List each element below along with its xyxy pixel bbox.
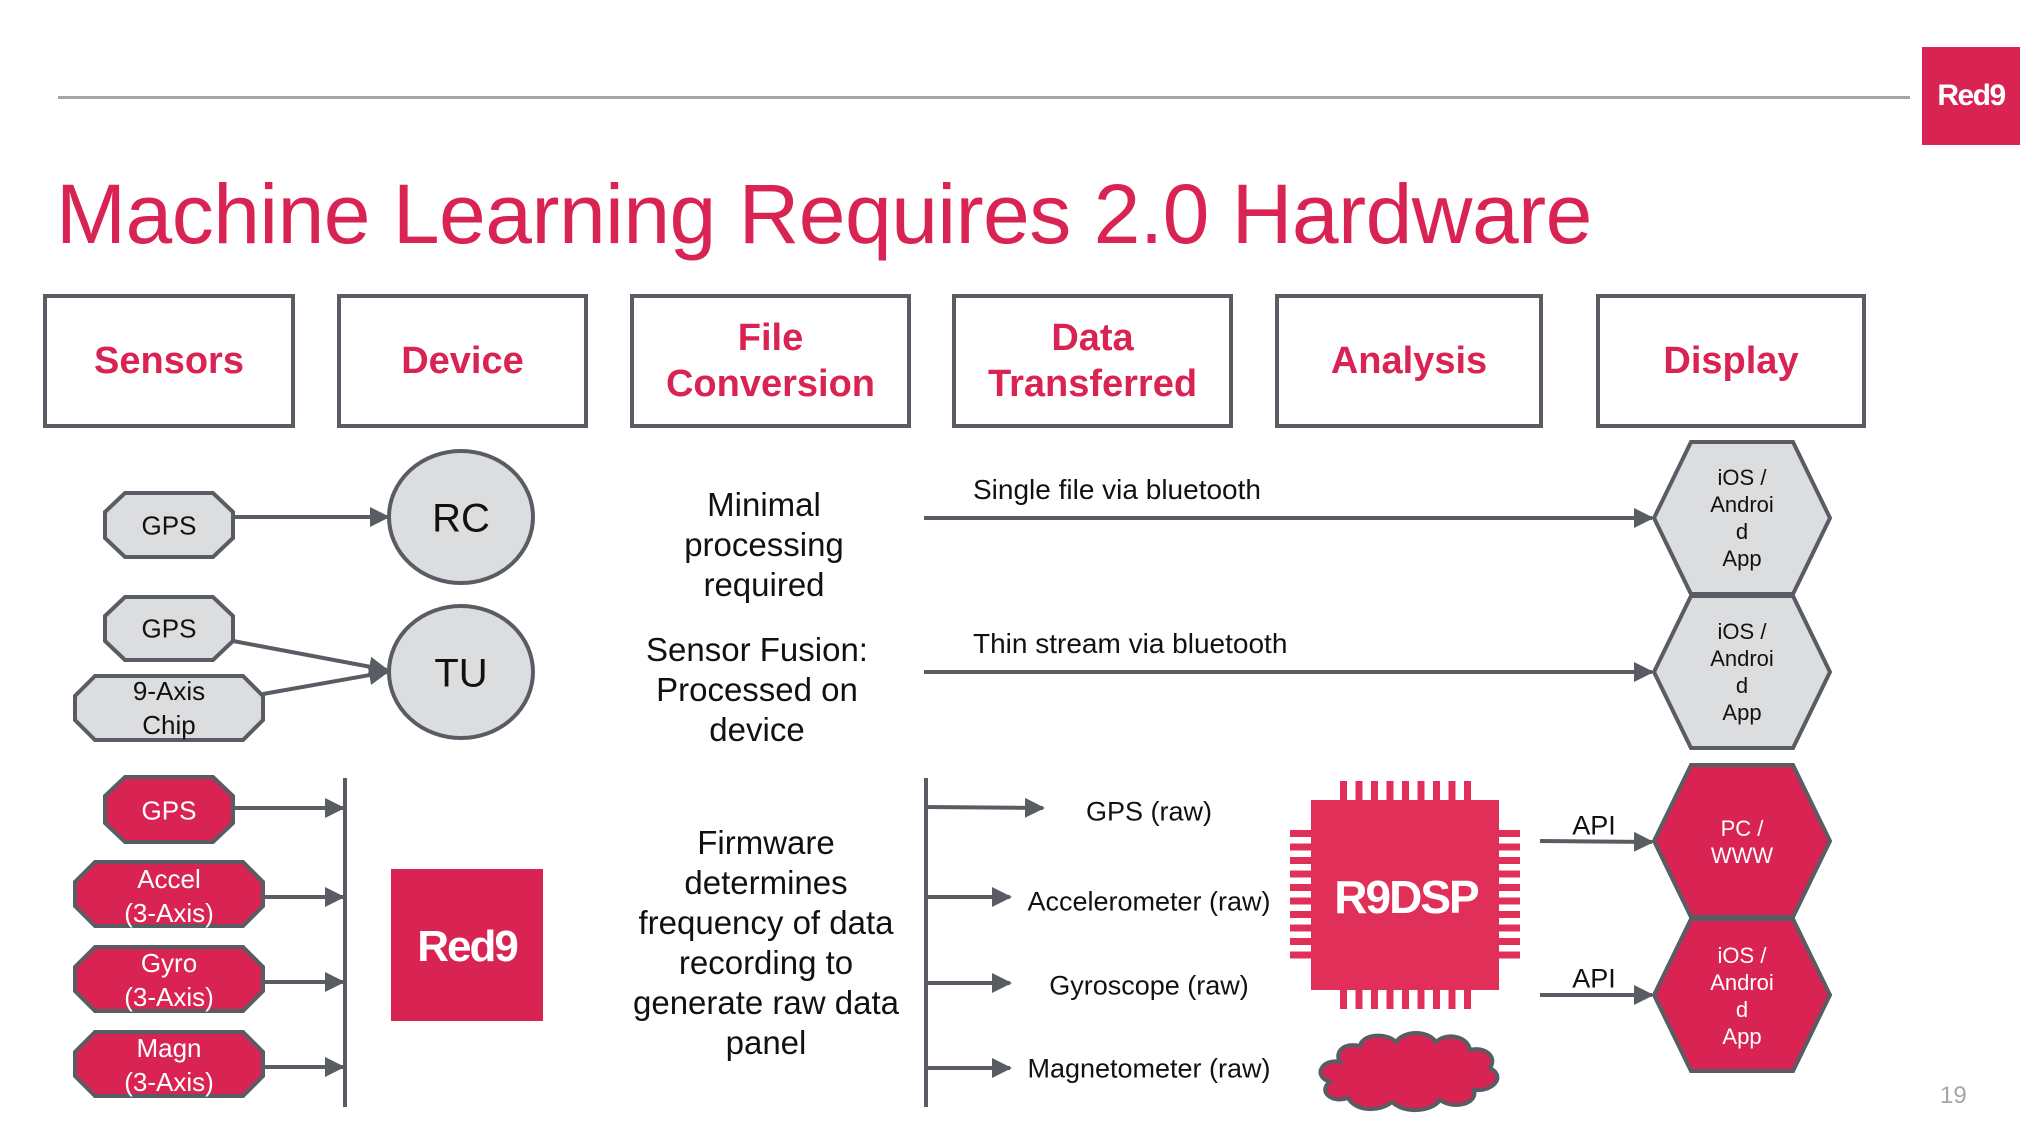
r9dsp-chip-label: R9DSP: [1334, 871, 1479, 923]
chip-pin: [1290, 938, 1311, 945]
sensor-label: Magn (3-Axis): [124, 1033, 214, 1097]
sensor-node-gps-red9: [103, 775, 235, 844]
chip-pin: [1355, 781, 1363, 800]
sensor-node-accel: [73, 860, 265, 928]
red9-device-logo: [391, 869, 543, 1021]
chip-pin: [1417, 990, 1425, 1009]
column-label: Data Transferred: [987, 317, 1198, 405]
column-header-analysis: Analysis: [1275, 294, 1543, 428]
transfer-label-rc: Single file via bluetooth: [973, 474, 1261, 505]
display-node-ios-red9: [1651, 917, 1833, 1073]
logo-text: Red9: [1937, 79, 2006, 112]
column-label: Display: [1663, 340, 1799, 382]
chip-pin: [1402, 781, 1409, 800]
chip-pin: [1290, 830, 1311, 837]
arrow-gps-to-tu: [232, 639, 389, 677]
raw-output-label: GPS (raw): [1085, 796, 1213, 827]
chip-pin: [1290, 924, 1311, 932]
device-node-tu: [387, 604, 535, 740]
chip-pin: [1448, 990, 1456, 1009]
display-label: iOS / Androi d App: [1710, 465, 1774, 571]
column-header-sensors: Sensors: [43, 294, 295, 428]
chip-pin: [1290, 911, 1311, 918]
sensor-label: GPS: [141, 795, 197, 826]
conversion-text-red9: Firmware determines frequency of data re…: [632, 824, 900, 1061]
sensor-label: GPS: [141, 510, 197, 541]
chip-pin: [1499, 830, 1520, 837]
column-label: Device: [401, 340, 524, 382]
chip-pin: [1448, 781, 1456, 800]
column-header-data-transferred: Data Transferred: [952, 294, 1233, 428]
chip-pin: [1499, 843, 1520, 851]
display-node-ios-2: [1651, 594, 1833, 750]
arrow-9axis-to-tu: [262, 665, 389, 696]
chip-pin: [1433, 990, 1440, 1009]
chip-pin: [1433, 781, 1440, 800]
chip-pin: [1386, 781, 1394, 800]
device-node-rc: [387, 449, 535, 585]
column-label: Analysis: [1330, 340, 1488, 382]
column-header-display: Display: [1596, 294, 1866, 428]
sensor-node-gyro: [73, 945, 265, 1013]
chip-pin: [1290, 870, 1311, 878]
arrow-api-pc: [1539, 831, 1654, 852]
device-label-tu: TU: [434, 651, 488, 696]
chip-pin: [1371, 781, 1378, 800]
chip-pin: [1290, 857, 1311, 864]
chip-pin: [1402, 990, 1409, 1009]
chip-pin: [1499, 951, 1520, 959]
chip-pin: [1499, 857, 1520, 864]
slide-title: Machine Learning Requires 2.0 Hardware: [56, 167, 1592, 261]
sensor-label: GPS: [141, 613, 197, 644]
conversion-text-tu: Sensor Fusion: Processed on device: [646, 631, 868, 748]
sensor-label: Gyro (3-Axis): [124, 948, 214, 1012]
column-label: File Conversion: [665, 317, 876, 405]
chip-pin: [1499, 884, 1520, 891]
display-label: PC / WWW: [1710, 816, 1774, 868]
cloud-icon: [1318, 1031, 1500, 1112]
conversion-text-rc: Minimal processing required: [684, 486, 844, 603]
chip-pin: [1499, 911, 1520, 918]
column-header-device: Device: [337, 294, 588, 428]
chip-pin: [1417, 781, 1425, 800]
chip-pin: [1290, 884, 1311, 891]
display-label: iOS / Androi d App: [1710, 619, 1774, 725]
chip-pin: [1355, 990, 1363, 1009]
chip-pin: [1464, 781, 1471, 800]
sensor-label: Accel (3-Axis): [124, 864, 214, 928]
device-label-rc: RC: [432, 496, 490, 541]
chip-pin: [1499, 870, 1520, 878]
chip-pin: [1290, 843, 1311, 851]
sensor-label: 9-Axis Chip: [132, 676, 206, 740]
chip-pin: [1340, 781, 1347, 800]
red9-logo: Red9: [1922, 47, 2020, 145]
raw-output-label: Magnetometer (raw): [1027, 1053, 1271, 1084]
header-rule: [58, 96, 1910, 99]
arrow-gps-raw: [925, 797, 1045, 818]
api-label: API: [1572, 810, 1616, 841]
sensor-node-9axis: [73, 674, 265, 742]
raw-output-label: Accelerometer (raw): [1027, 886, 1271, 917]
api-label: API: [1572, 963, 1616, 994]
transfer-label-tu: Thin stream via bluetooth: [973, 628, 1288, 659]
column-label: Sensors: [94, 340, 244, 382]
chip-pin: [1464, 990, 1471, 1009]
sensor-node-gps-tu: [103, 595, 235, 662]
column-header-file-conversion: File Conversion: [630, 294, 911, 428]
chip-pin: [1290, 897, 1311, 905]
display-label: iOS / Androi d App: [1710, 943, 1774, 1049]
page-number: 19: [1940, 1082, 1967, 1109]
sensor-node-magn: [73, 1030, 265, 1098]
r9dsp-chip-icon: [1290, 781, 1520, 1009]
chip-pin: [1499, 938, 1520, 945]
chip-pin: [1371, 990, 1378, 1009]
chip-pin: [1386, 990, 1394, 1009]
chip-pin: [1499, 924, 1520, 932]
chip-pin: [1290, 951, 1311, 959]
chip-pin: [1340, 990, 1347, 1009]
raw-output-label: Gyroscope (raw): [1049, 970, 1249, 1001]
chip-pin: [1499, 897, 1520, 905]
red9-device-text: Red9: [417, 922, 519, 971]
sensor-node-gps-rc: [103, 491, 235, 559]
